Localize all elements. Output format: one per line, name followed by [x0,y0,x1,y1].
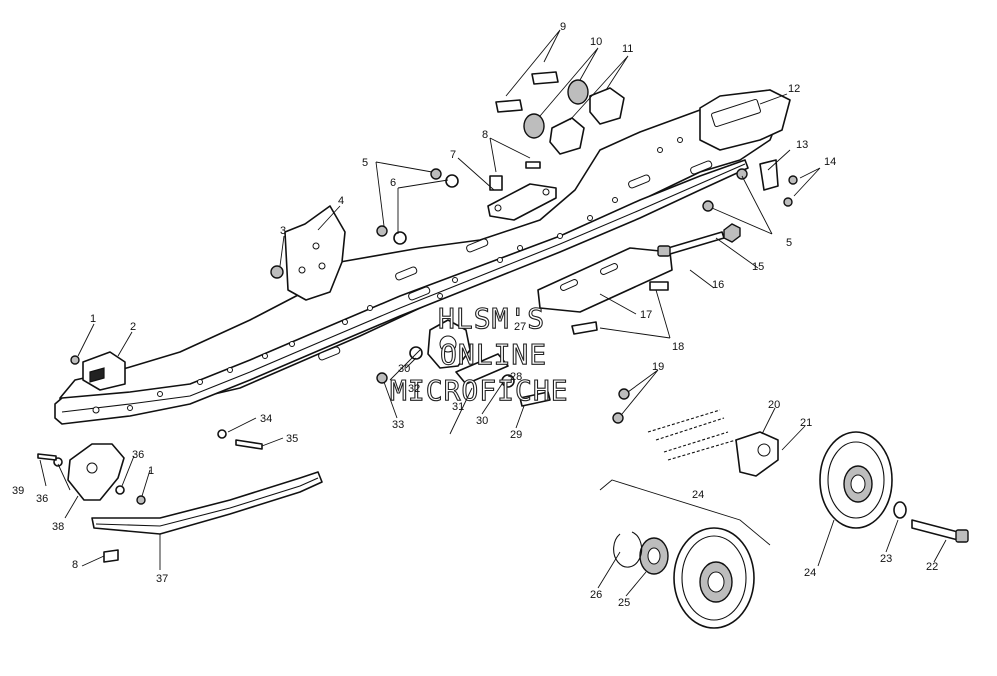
callout-10: 10 [590,36,602,48]
callout-39: 39 [12,485,24,497]
callout-15: 15 [752,261,764,273]
wear-strip [91,471,323,535]
callout-34: 34 [260,413,272,425]
callout-3: 3 [280,225,286,237]
callout-21: 21 [800,417,812,429]
small-hardware [37,161,798,563]
callout-26: 26 [590,589,602,601]
callout-25: 25 [618,597,630,609]
callout-28: 28 [510,371,522,383]
callout-19: 19 [652,361,664,373]
snap-ring-26 [613,531,643,568]
callout-11: 11 [622,43,633,55]
top-bushings [495,71,779,191]
callout-8b: 8 [72,559,78,571]
callout-7: 7 [450,149,456,161]
callout-14: 14 [824,156,836,168]
watermark-line-1: HLSM'S [438,302,545,335]
callout-17: 17 [640,309,652,321]
callout-5b: 5 [786,237,792,249]
callout-29: 29 [510,429,522,441]
callout-12: 12 [788,83,800,95]
callout-9: 9 [560,21,566,33]
watermark: HLSM'S ONLINE MICROFICHE [389,301,569,407]
callout-2: 2 [130,321,136,333]
nut-15 [723,223,741,243]
callout-6: 6 [390,177,396,189]
callout-5a: 5 [362,157,368,169]
callout-30b: 30 [476,415,488,427]
callout-36a: 36 [132,449,144,461]
callouts: 9 10 11 12 13 14 5 5 6 7 8 8 4 3 1 2 15 … [12,21,938,609]
axle-dashes [647,409,737,461]
watermark-line-3: MICROFICHE [390,374,569,407]
upper-bracket [487,183,557,221]
callout-30a: 30 [398,363,410,375]
callout-24b: 24 [804,567,816,579]
main-rail [54,89,791,425]
callout-13: 13 [796,139,808,151]
axle-bolt-22 [911,519,959,541]
callout-27: 27 [514,321,526,333]
callout-16: 16 [712,279,724,291]
idler-wheel-left [673,527,755,629]
idler-mount [735,431,779,477]
callout-31: 31 [452,401,464,413]
washer-23 [893,501,907,519]
long-bolt-16 [667,231,725,255]
callout-35: 35 [286,433,298,445]
cross-tube [537,247,673,313]
callout-32: 32 [408,383,420,395]
callout-1a: 1 [90,313,96,325]
callout-4: 4 [338,195,344,207]
callout-8a: 8 [482,129,488,141]
callout-1b: 1 [148,465,154,477]
idler-wheel-right [819,431,893,529]
callout-33: 33 [392,419,404,431]
callout-20: 20 [768,399,780,411]
rail-slots [318,160,713,361]
rail-holes [92,137,683,414]
callout-23: 23 [880,553,892,565]
front-bracket [284,205,346,301]
callout-18: 18 [672,341,684,353]
shaft-31 [455,353,509,385]
callout-24a: 24 [692,489,704,501]
callout-36b: 36 [36,493,48,505]
front-cap [67,443,125,501]
callout-22: 22 [926,561,938,573]
callout-38: 38 [52,521,64,533]
callout-37: 37 [156,573,168,585]
leader-lines [39,29,947,597]
watermark-line-2: ONLINE [440,338,547,371]
